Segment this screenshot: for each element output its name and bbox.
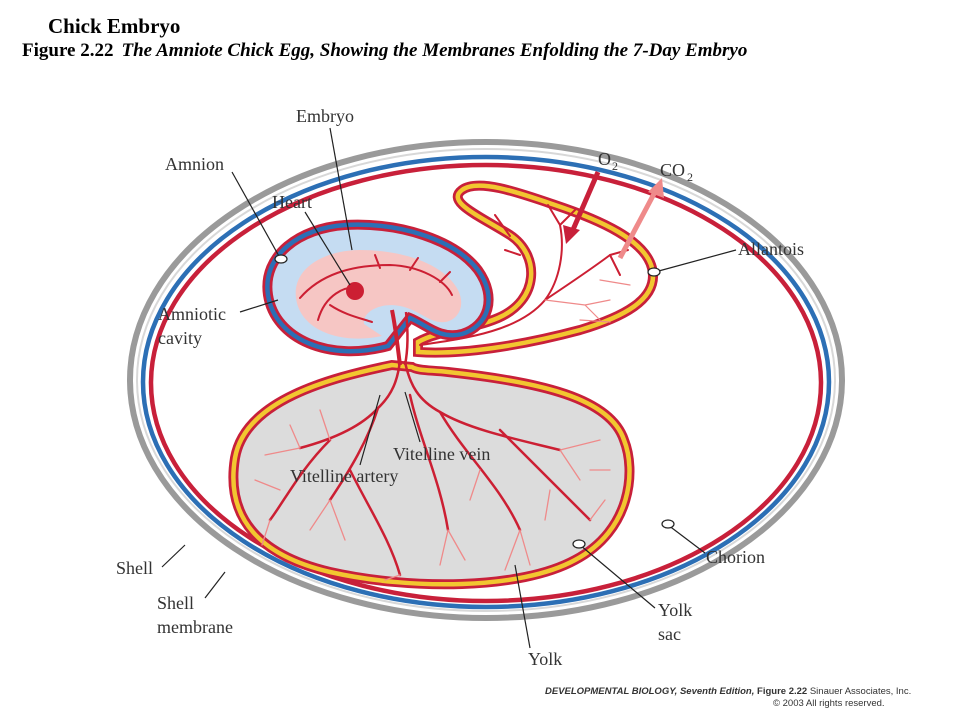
label-co2-subscript: 2: [687, 170, 693, 184]
label-shell-membrane-line2: membrane: [157, 617, 233, 637]
yolk-sac-marker: [572, 539, 586, 549]
credit-book: DEVELOPMENTAL BIOLOGY, Seventh Edition,: [545, 686, 755, 697]
o2-arrowhead: [563, 225, 580, 244]
yolk-capillaries: [254, 409, 611, 581]
shell-membrane-leader: [204, 571, 226, 599]
yolk-sac-leader: [579, 544, 656, 609]
chorion-leader: [667, 524, 706, 554]
leader-lines: [161, 127, 737, 649]
label-amniotic-cavity-line2: cavity: [158, 328, 202, 348]
vitelline-vein-leader: [404, 391, 421, 443]
page-title: Chick Embryo: [48, 14, 181, 38]
label-yolk-sac-line2: sac: [658, 624, 681, 644]
amniotic-cavity-leader: [239, 299, 279, 313]
heart-leader: [304, 211, 351, 286]
label-shell-membrane-line1: Shell: [157, 593, 194, 613]
figure-caption: Figure 2.22 The Amniote Chick Egg, Showin…: [22, 40, 747, 62]
chorion-marker: [661, 519, 675, 529]
allantois-capillaries: [544, 279, 631, 323]
label-o2: O: [598, 149, 611, 169]
label-vitelline-vein: Vitelline vein: [393, 444, 490, 464]
label-vitelline-artery: Vitelline artery: [290, 466, 398, 486]
leader-markers: [274, 254, 675, 549]
label-chorion: Chorion: [706, 547, 765, 567]
embryo-leader: [329, 127, 353, 251]
amnion-blue-layer: [265, 222, 491, 354]
label-allantois: Allantois: [738, 239, 804, 259]
figure-number: Figure 2.22: [22, 40, 114, 61]
label-amnion: Amnion: [165, 154, 224, 174]
label-yolk-sac-line1: Yolk: [658, 600, 692, 620]
label-embryo: Embryo: [296, 106, 354, 126]
label-shell: Shell: [116, 558, 153, 578]
label-yolk: Yolk: [528, 649, 562, 669]
vitelline-trunk-2: [403, 311, 409, 366]
credit-copyright: © 2003 All rights reserved.: [773, 698, 885, 709]
o2-arrow: [569, 171, 601, 233]
credit-figure: Figure 2.22: [757, 686, 808, 697]
vitelline-trunk: [390, 309, 402, 366]
heart: [346, 282, 364, 300]
allantois-marker: [647, 267, 661, 277]
credit-publisher: Sinauer Associates, Inc.: [809, 686, 912, 697]
shell: [127, 139, 845, 621]
figure-caption-text: The Amniote Chick Egg, Showing the Membr…: [121, 40, 748, 61]
chorion-membrane: [148, 162, 824, 604]
shell-leader: [161, 544, 186, 568]
yolk-sac-yellow-layer: [231, 362, 632, 587]
amnion-leader: [231, 171, 281, 259]
label-amniotic-cavity-line1: Amniotic: [158, 304, 226, 324]
label-o2-subscript: 2: [612, 159, 618, 173]
co2-arrowhead: [648, 178, 664, 198]
yolk-vessels: [268, 358, 592, 577]
amnion-marker: [274, 254, 288, 264]
yolk-leader: [514, 564, 531, 649]
vitelline-artery-leader: [359, 394, 381, 466]
allantois-leader: [654, 249, 737, 273]
shell-inner-edge: [136, 148, 836, 612]
co2-arrow: [617, 188, 659, 260]
label-co2: CO: [660, 160, 685, 180]
publisher-credit: DEVELOPMENTAL BIOLOGY, Seventh Edition, …: [545, 686, 911, 710]
allantois-yellow-layer: [415, 183, 656, 355]
shell-membrane: [140, 154, 832, 610]
label-heart: Heart: [272, 192, 312, 212]
